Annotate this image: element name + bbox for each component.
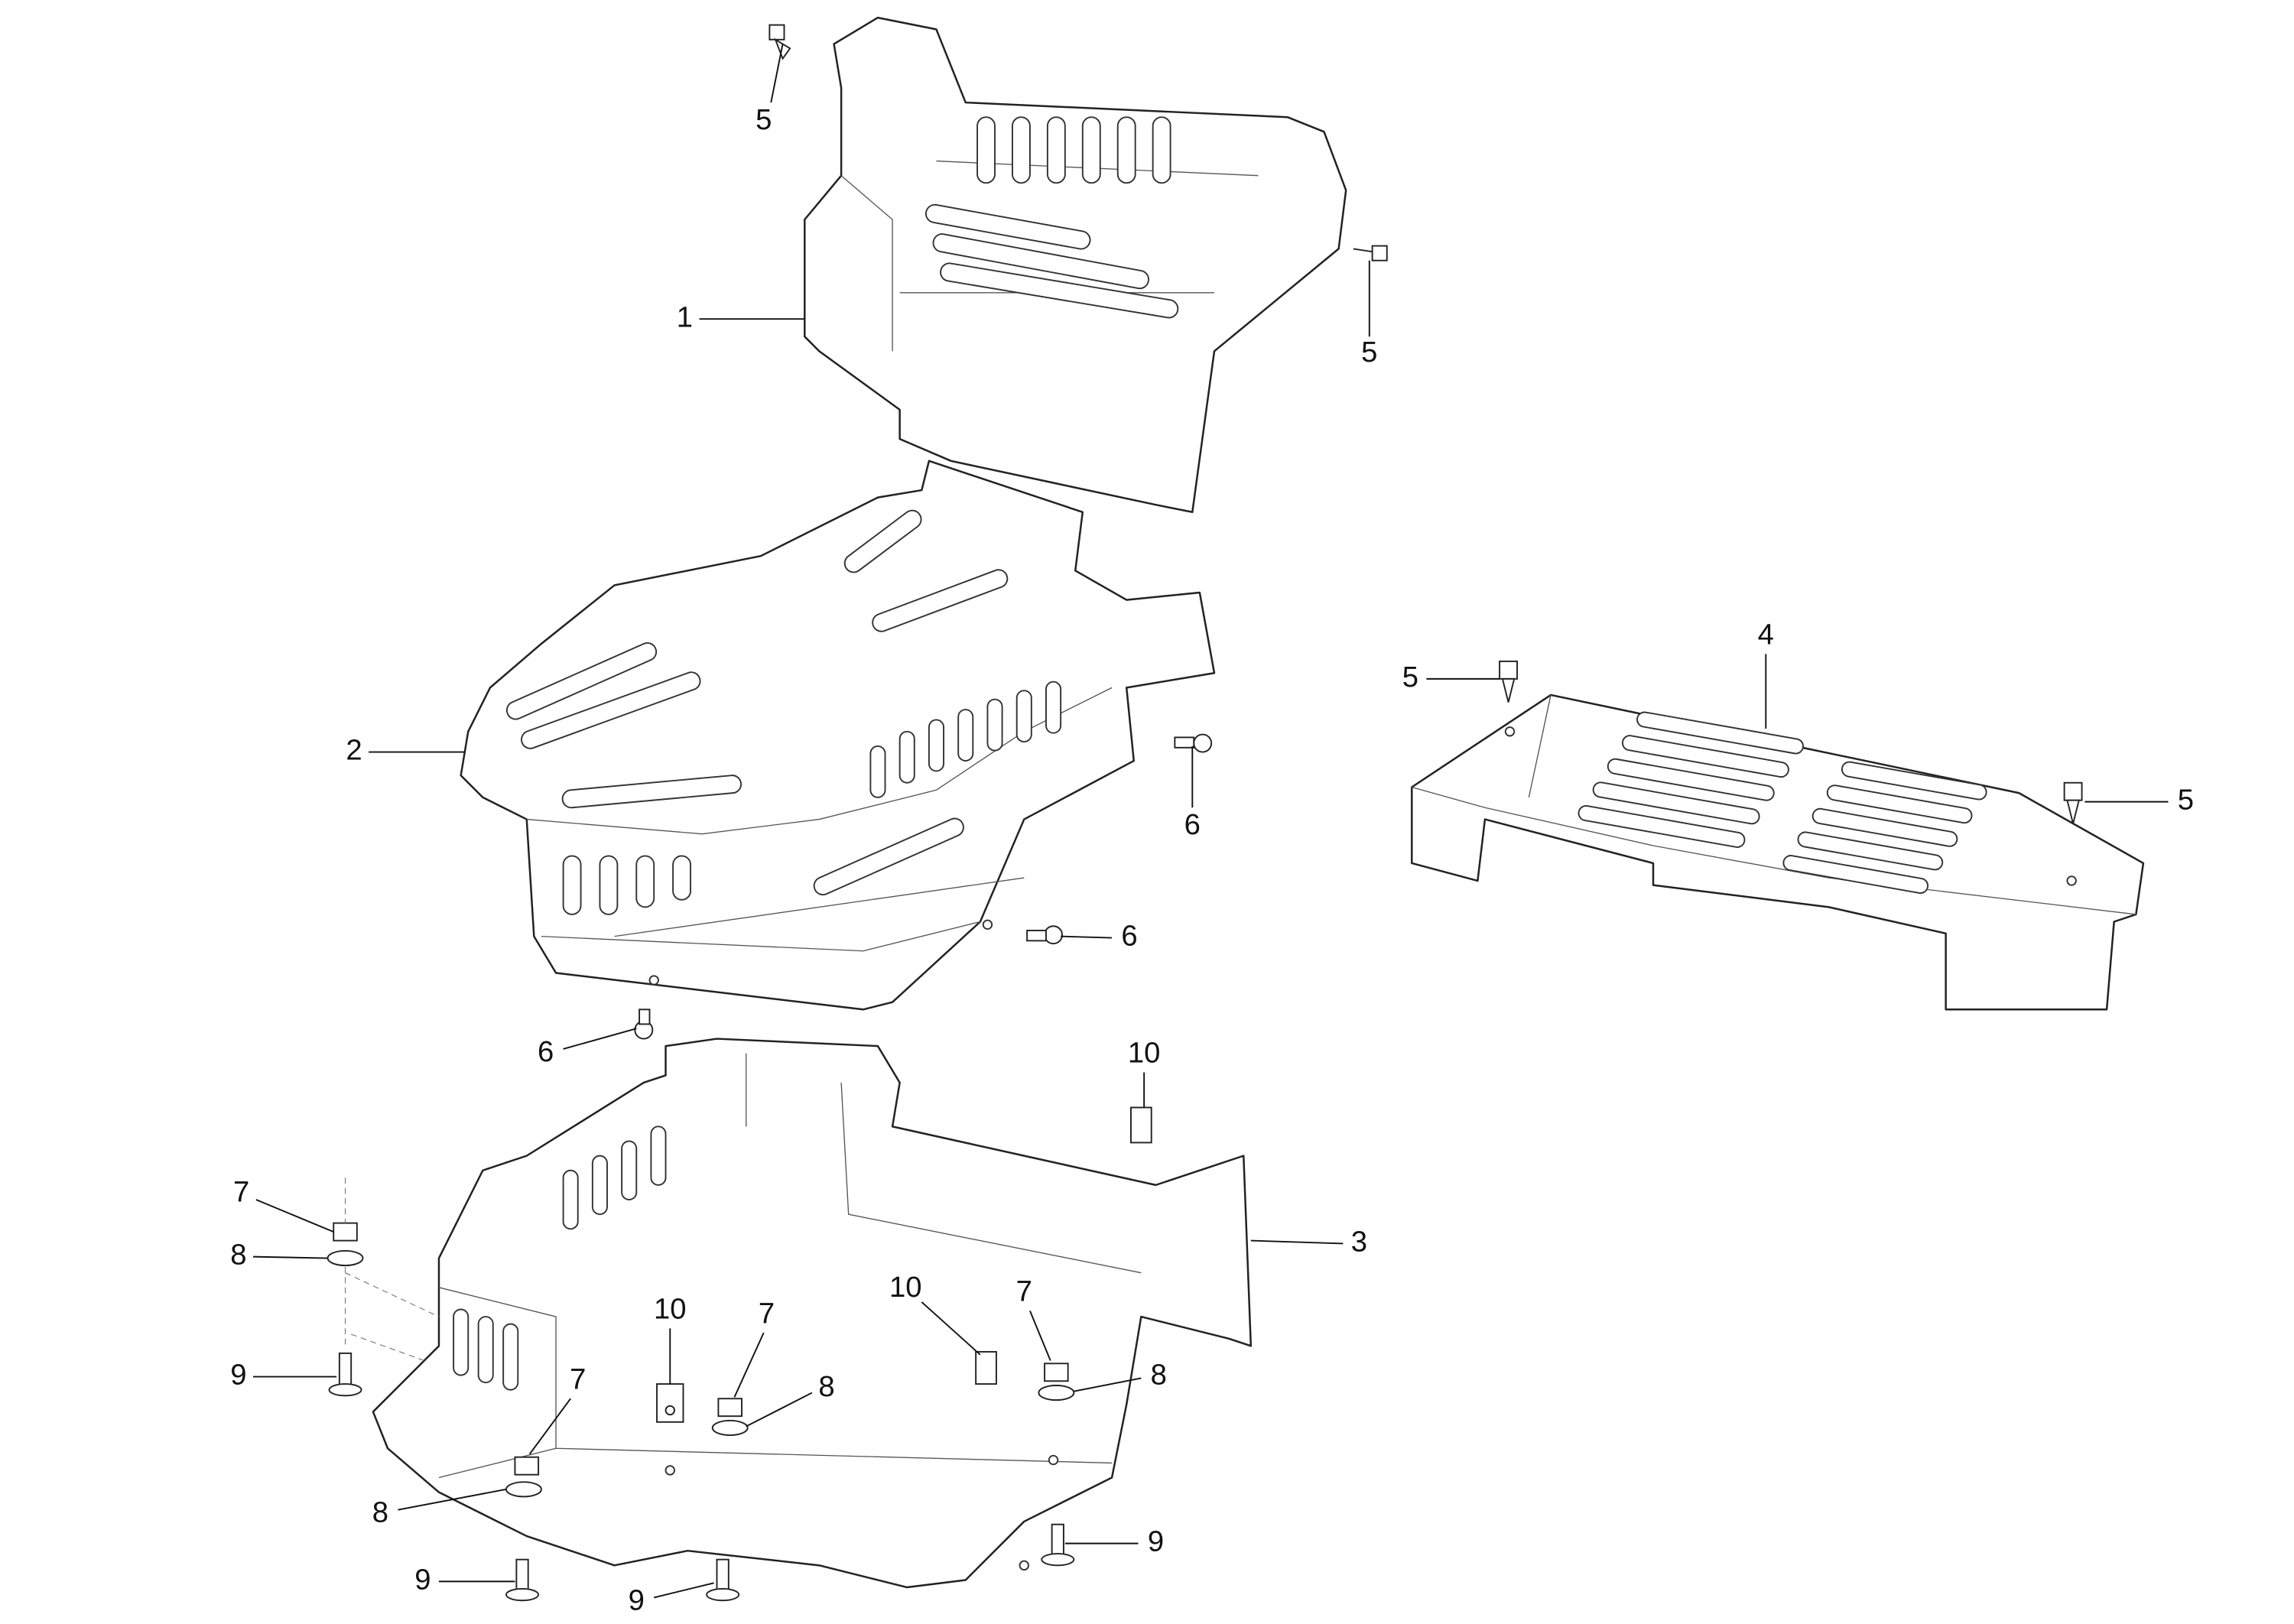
callout-number: 5 <box>1361 336 1377 369</box>
part-1-upper-guard <box>804 16 1347 514</box>
callout-number: 9 <box>629 1583 645 1616</box>
callout-number: 1 <box>677 300 693 333</box>
callout-number: 9 <box>230 1359 246 1392</box>
callout-number: 10 <box>1128 1037 1161 1070</box>
leader-line <box>1061 935 1113 939</box>
part-2-middle-cover <box>460 460 1216 1011</box>
washer-icon <box>327 1250 364 1267</box>
callout-number: 7 <box>1016 1275 1032 1308</box>
screw-icon <box>1499 660 1519 703</box>
leader-line <box>746 1392 813 1427</box>
leader-line <box>1074 1377 1142 1392</box>
leader-line <box>1250 1239 1344 1245</box>
bolt-icon <box>328 1352 362 1397</box>
leader-line <box>255 1199 334 1233</box>
callout-number: 7 <box>570 1363 586 1395</box>
callout-number: 8 <box>1151 1359 1167 1392</box>
callouts: 5 1 5 2 6 6 4 5 5 6 10 7 8 3 9 10 7 10 7 8 8 7 8 9 9 9 <box>230 44 2194 1616</box>
callout-number: 4 <box>1758 619 1774 651</box>
leader-line <box>252 1255 328 1259</box>
nut-icon <box>717 1398 742 1418</box>
part-4-step-plate <box>1411 693 2145 1011</box>
callout-number: 9 <box>1148 1525 1164 1558</box>
washer-icon <box>505 1481 542 1498</box>
nut-icon <box>514 1456 540 1476</box>
callout-number: 7 <box>233 1175 249 1208</box>
callout-number: 6 <box>1121 920 1137 953</box>
screw-icon <box>2063 781 2083 824</box>
callout-number: 5 <box>755 103 772 136</box>
leader-line <box>528 1398 571 1455</box>
screw-6-icon <box>1174 733 1213 753</box>
callout-number: 8 <box>230 1239 246 1272</box>
bolt-icon <box>505 1558 540 1602</box>
callout-number: 3 <box>1351 1226 1367 1259</box>
screw-icon <box>1353 245 1388 261</box>
clip-icon <box>1129 1106 1152 1144</box>
leader-line <box>1029 1311 1051 1361</box>
part-1-slots <box>924 116 1179 319</box>
screw-icon <box>768 24 791 60</box>
nut-icon <box>1044 1363 1069 1382</box>
callout-number: 7 <box>759 1297 775 1330</box>
callout-number: 5 <box>1402 661 1418 693</box>
washer-icon <box>1038 1385 1075 1402</box>
callout-number: 2 <box>346 734 362 767</box>
callout-number: 10 <box>889 1271 922 1304</box>
hardware <box>327 24 2083 1602</box>
screw-6-icon <box>1026 925 1063 945</box>
leader-line <box>733 1332 765 1398</box>
screw-6-icon <box>634 1009 654 1040</box>
leader-line <box>654 1582 714 1599</box>
part-3-lower-base <box>372 1038 1253 1589</box>
leader-line <box>921 1301 981 1356</box>
leader-line <box>770 44 784 103</box>
part-2-slots <box>505 509 1062 986</box>
leader-line <box>398 1488 507 1511</box>
bolt-icon <box>706 1558 740 1602</box>
nut-icon <box>333 1222 358 1242</box>
callout-number: 8 <box>372 1496 388 1528</box>
callout-number: 5 <box>2178 784 2194 817</box>
callout-number: 6 <box>1184 808 1201 841</box>
part-4-slots <box>1504 711 2077 894</box>
bolt-icon <box>1041 1523 1075 1567</box>
callout-number: 10 <box>654 1293 687 1326</box>
washer-icon <box>711 1419 749 1437</box>
part-3-slots <box>453 1125 1059 1571</box>
clip-icon <box>656 1383 684 1423</box>
callout-number: 9 <box>414 1563 431 1596</box>
clip-icon <box>975 1351 997 1385</box>
callout-number: 6 <box>538 1035 554 1068</box>
callout-number: 8 <box>818 1370 834 1403</box>
leader-line <box>563 1028 637 1050</box>
